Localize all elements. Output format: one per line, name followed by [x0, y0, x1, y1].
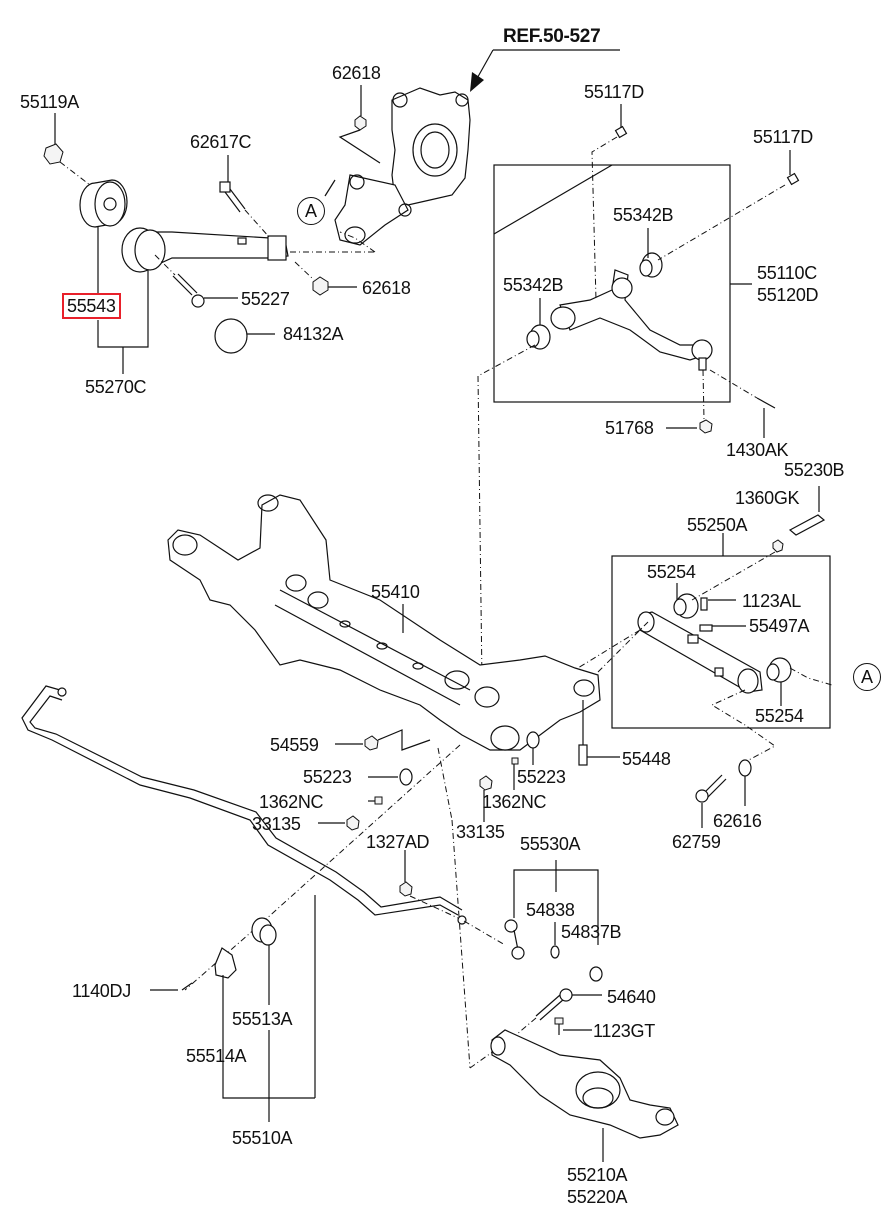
part-label-55223-b[interactable]: 55223	[517, 767, 566, 787]
part-label-55110c-text[interactable]: 55110C	[757, 263, 817, 283]
part-label-54559[interactable]: 54559	[270, 735, 319, 755]
part-label-55448[interactable]: 55448	[622, 749, 671, 769]
part-label-55410[interactable]: 55410	[371, 582, 420, 602]
stabilizer-bar-drawing	[21, 685, 467, 925]
crossmember-drawing	[167, 494, 601, 751]
part-label-1327ad[interactable]: 1327AD	[366, 832, 430, 852]
part-label-55254-b[interactable]: 55254	[755, 706, 804, 726]
trailing-arm-drawing	[121, 227, 376, 273]
part-label-1430ak[interactable]: 1430AK	[726, 440, 789, 460]
upper-arm-drawing	[526, 252, 713, 371]
part-label-55254-a[interactable]: 55254	[647, 562, 696, 582]
reference-label[interactable]: REF.50-527	[503, 26, 601, 47]
part-label-54838[interactable]: 54838	[526, 900, 575, 920]
part-label-55117d-a[interactable]: 55117D	[584, 82, 644, 102]
part-label-1362nc-a[interactable]: 1362NC	[259, 792, 324, 812]
cap-84132a-drawing	[214, 318, 248, 354]
part-label-51768[interactable]: 51768	[605, 418, 654, 438]
part-label-1140dj[interactable]: 1140DJ	[72, 981, 131, 1001]
nut-62618-top	[354, 115, 367, 131]
part-label-62759[interactable]: 62759	[672, 832, 721, 852]
bolt-55227-drawing	[154, 254, 205, 308]
part-label-84132a[interactable]: 84132A	[283, 324, 344, 344]
marker-a-top[interactable]: A	[297, 197, 325, 225]
part-label-62616[interactable]: 62616	[713, 811, 762, 831]
part-label-55117d-b[interactable]: 55117D	[753, 127, 813, 147]
part-label-1362nc-b[interactable]: 1362NC	[482, 792, 547, 812]
part-label-1360gk[interactable]: 1360GK	[735, 488, 800, 508]
part-label-55210a[interactable]: 55210A 55220A	[567, 1164, 628, 1208]
part-label-55220a-text[interactable]: 55220A	[567, 1187, 628, 1207]
bolt-62617c-drawing	[219, 181, 271, 239]
nut-51768-drawing	[699, 419, 713, 434]
nut-62618-mid	[312, 276, 329, 296]
part-label-54640[interactable]: 54640	[607, 987, 656, 1007]
knuckle-drawing	[334, 87, 471, 246]
part-label-55210a-text[interactable]: 55210A	[567, 1165, 628, 1185]
part-label-62618-mid[interactable]: 62618	[362, 278, 411, 298]
lateral-arm-drawing	[637, 593, 792, 694]
part-label-55510a[interactable]: 55510A	[232, 1128, 293, 1148]
part-label-54837b[interactable]: 54837B	[561, 922, 622, 942]
part-label-55223-a[interactable]: 55223	[303, 767, 352, 787]
part-label-55513a[interactable]: 55513A	[232, 1009, 293, 1029]
stabilizer-link-drawing	[463, 919, 525, 960]
part-label-55270c[interactable]: 55270C	[85, 377, 147, 397]
part-label-55119a[interactable]: 55119A	[20, 92, 79, 112]
part-label-1123al[interactable]: 1123AL	[742, 591, 801, 611]
part-label-55250a[interactable]: 55250A	[687, 515, 748, 535]
part-label-55342b-b[interactable]: 55342B	[503, 275, 564, 295]
part-label-33135-b[interactable]: 33135	[456, 822, 505, 842]
lower-control-arm-drawing	[490, 1029, 679, 1139]
leader-nut-top	[338, 129, 381, 164]
part-label-55227[interactable]: 55227	[241, 289, 290, 309]
lateral-arm-box	[611, 533, 831, 729]
part-label-55342b-a[interactable]: 55342B	[613, 205, 674, 225]
part-label-55530a[interactable]: 55530A	[520, 834, 581, 854]
part-label-1123gt[interactable]: 1123GT	[593, 1021, 655, 1041]
part-label-55110c[interactable]: 55110C 55120D	[757, 262, 819, 306]
reference-arrow	[470, 49, 620, 92]
part-label-55514a[interactable]: 55514A	[186, 1046, 247, 1066]
part-label-62617c[interactable]: 62617C	[190, 132, 252, 152]
marker-a-right[interactable]: A	[853, 663, 881, 691]
bushing-55543-drawing	[43, 143, 128, 228]
part-label-55230b[interactable]: 55230B	[784, 460, 845, 480]
part-label-33135-a[interactable]: 33135	[252, 814, 301, 834]
part-label-55497a[interactable]: 55497A	[749, 616, 810, 636]
leader-a-top	[324, 179, 336, 197]
stabilizer-bushing-drawing	[181, 917, 277, 991]
part-label-55543-highlighted[interactable]: 55543	[62, 293, 121, 319]
part-label-55120d-text[interactable]: 55120D	[757, 285, 819, 305]
part-label-62618-top[interactable]: 62618	[332, 63, 381, 83]
